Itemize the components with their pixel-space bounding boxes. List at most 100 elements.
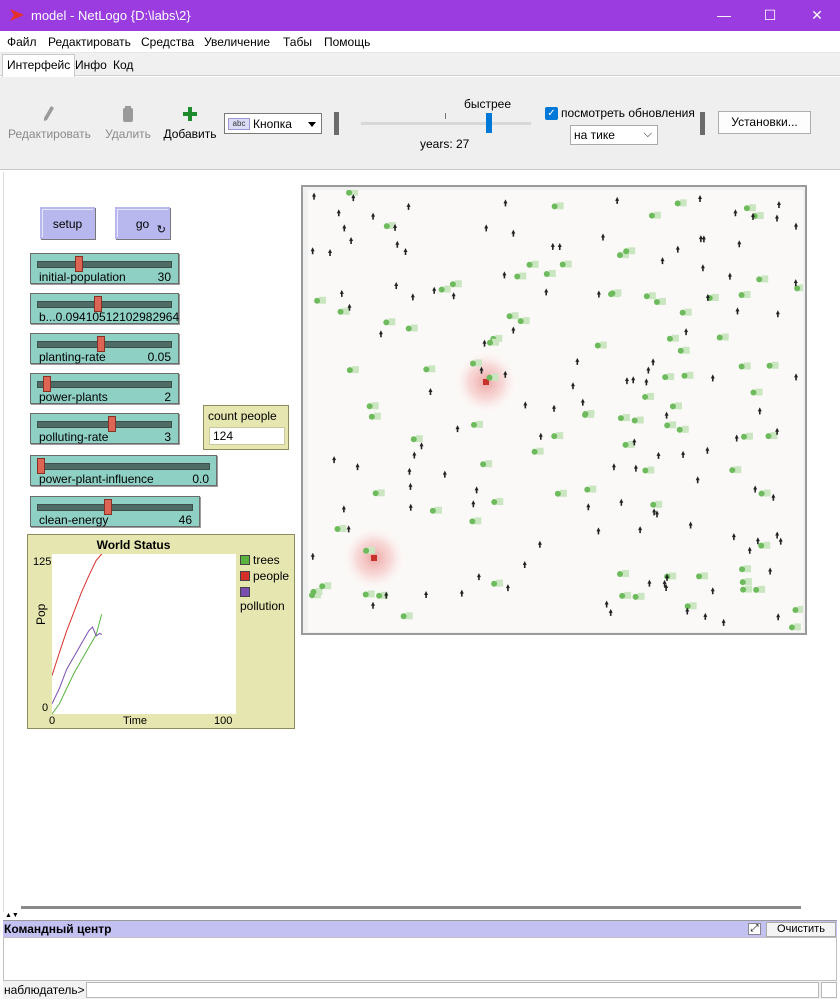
tree — [491, 499, 498, 506]
person — [538, 432, 543, 440]
tree — [616, 571, 623, 578]
slider-value: 0.05 — [147, 350, 171, 364]
slider-name: power-plants — [39, 390, 108, 404]
person — [394, 282, 399, 290]
slider-thumb[interactable] — [96, 336, 105, 352]
person — [575, 357, 580, 365]
person — [419, 442, 424, 450]
tree — [449, 281, 456, 288]
view-updates-checkbox[interactable]: ✓ — [545, 107, 558, 120]
tree — [650, 501, 657, 508]
command-center-title: Командный центр — [4, 922, 112, 936]
person — [596, 527, 601, 535]
slider-planting-rate[interactable]: planting-rate 0.05 — [30, 333, 179, 364]
world-view-canvas[interactable] — [308, 190, 803, 632]
expand-icon[interactable]: ⤢ — [748, 923, 761, 935]
person — [408, 482, 413, 490]
tree-patch — [684, 308, 692, 316]
menu-tabs[interactable]: Табы — [283, 35, 312, 49]
tree-patch — [647, 466, 655, 474]
splitter-arrows[interactable]: ▲▼ — [5, 912, 19, 919]
pencil-icon — [44, 106, 54, 121]
command-output[interactable] — [3, 937, 837, 981]
tree — [363, 547, 370, 554]
x-max-label: 100 — [214, 715, 233, 727]
tree-patch — [485, 460, 493, 468]
tree-patch — [415, 435, 423, 443]
tree-patch — [669, 572, 677, 580]
scrollbar-thumb[interactable] — [21, 906, 801, 909]
slider-thumb[interactable] — [108, 416, 117, 432]
tree — [470, 421, 477, 428]
history-dropdown[interactable] — [821, 982, 837, 998]
tree-patch — [556, 432, 564, 440]
person — [407, 467, 412, 475]
widget-type-select[interactable]: abc Кнопка — [224, 113, 322, 134]
tab-code[interactable]: Код — [113, 58, 134, 72]
slider-thumb[interactable] — [43, 376, 52, 392]
add-button[interactable]: Добавить — [163, 105, 217, 141]
legend-swatch — [240, 555, 250, 565]
slider-clean-energy[interactable]: clean-energy 46 — [30, 496, 200, 527]
slider-initial-population[interactable]: initial-population 30 — [30, 253, 179, 284]
close-button[interactable]: ✕ — [811, 7, 823, 23]
maximize-button[interactable]: ☐ — [763, 7, 777, 23]
tree — [514, 273, 521, 280]
tree-patch — [388, 222, 396, 230]
slider-power-plants[interactable]: power-plants 2 — [30, 373, 179, 404]
menu-zoom[interactable]: Увеличение — [204, 35, 271, 49]
slider-thumb[interactable] — [94, 296, 103, 312]
menu-edit[interactable]: Редактировать — [48, 35, 131, 49]
person — [664, 583, 669, 591]
slider-power-plant-influence[interactable]: power-plant-influence 0.0 — [30, 455, 217, 486]
command-input[interactable] — [86, 982, 819, 998]
person — [341, 505, 346, 513]
settings-button[interactable]: Установки... — [718, 111, 811, 134]
person — [735, 307, 740, 315]
tree-patch — [410, 324, 418, 332]
person — [604, 600, 609, 608]
slider-birth-rate[interactable]: b...0.09410512102982964 — [30, 293, 179, 324]
menu-tools[interactable]: Средства — [141, 35, 195, 49]
person — [384, 591, 389, 599]
tree-patch — [556, 202, 564, 210]
clear-button[interactable]: Очистить — [766, 922, 836, 937]
agent-prompt[interactable]: наблюдатель> — [4, 983, 85, 997]
person — [328, 249, 333, 257]
menu-file[interactable]: Файл — [7, 35, 37, 49]
tab-info[interactable]: Инфо — [75, 58, 107, 72]
tree-patch — [701, 572, 709, 580]
menu-help[interactable]: Помощь — [324, 35, 371, 49]
go-button[interactable]: go ↻ — [115, 207, 170, 239]
update-mode-select[interactable]: на тике ⌵ — [570, 125, 658, 145]
speed-slider-thumb[interactable] — [486, 113, 492, 133]
ticks-counter: years: 27 — [420, 137, 470, 151]
horizontal-scrollbar[interactable] — [3, 903, 837, 913]
person — [502, 271, 507, 279]
world-view[interactable] — [301, 185, 807, 635]
tree — [765, 433, 772, 440]
delete-button[interactable]: Удалить — [104, 105, 152, 141]
slider-thumb[interactable] — [37, 458, 45, 474]
minimize-button[interactable]: — — [717, 7, 731, 23]
person — [793, 222, 798, 230]
tree — [551, 433, 558, 440]
tree-patch — [531, 260, 539, 268]
monitor-label: count people — [208, 409, 277, 423]
tree — [750, 389, 757, 396]
speed-slider-track[interactable] — [361, 122, 531, 125]
slider-polluting-rate[interactable]: polluting-rate 3 — [30, 413, 179, 444]
person — [755, 537, 760, 545]
person — [737, 240, 742, 248]
tab-interface[interactable]: Интерфейс — [2, 54, 76, 77]
tree-patch — [674, 402, 682, 410]
slider-name: initial-population — [39, 270, 126, 284]
person — [731, 533, 736, 541]
tree — [623, 248, 630, 255]
edit-button[interactable]: Редактировать — [8, 105, 91, 141]
slider-thumb[interactable] — [103, 499, 112, 515]
slider-thumb[interactable] — [75, 256, 84, 272]
tree — [423, 366, 430, 373]
setup-button[interactable]: setup — [40, 207, 95, 239]
person — [700, 264, 705, 272]
